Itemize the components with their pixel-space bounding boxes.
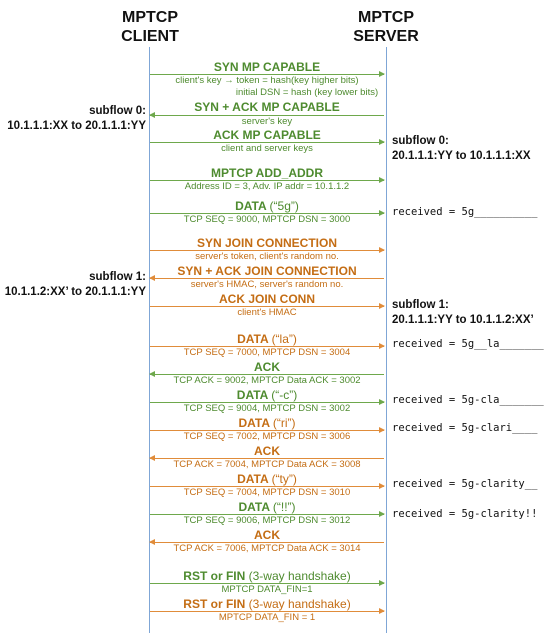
msg-synack-mp-capable-note: server's key (241, 116, 293, 127)
msg-synack-mp-capable-arrow (149, 112, 384, 118)
msg-data-la-note: TCP SEQ = 7000, MPTCP DSN = 3004 (183, 347, 351, 358)
msg-syn-mp-capable-arrow (150, 71, 385, 77)
msg-data-la-title: DATA (“la”) (150, 332, 384, 346)
server-lifeline (386, 47, 387, 633)
msg-rst-fin-2-note: MPTCP DATA_FIN = 1 (218, 612, 316, 623)
msg-syn-mp-capable-title: SYN MP CAPABLE (213, 60, 321, 74)
msg-data-5g-title: DATA (“5g”) (150, 199, 384, 213)
msg-rst-fin-1-title: RST or FIN (3-way handshake) (150, 569, 384, 583)
client-subflow1-addr: 10.1.1.2:XX’ to 20.1.1.1:YY (4, 286, 146, 298)
msg-ack-1-arrow (149, 371, 384, 377)
msg-data-ty-title: DATA (“ty”) (150, 472, 384, 486)
msg-data-bang-title-text: DATA (238, 500, 270, 514)
msg-ack-mp-capable-arrow (150, 139, 385, 145)
msg-add-addr-arrow (150, 177, 385, 183)
msg-add-addr-title: MPTCP ADD_ADDR (210, 166, 323, 180)
msg-ack-join-arrow (150, 303, 385, 309)
server-subflow0-label: subflow 0: 20.1.1.1:YY to 10.1.1.1:XX (392, 134, 531, 164)
msg-data-bang-note: TCP SEQ = 9006, MPTCP DSN = 3012 (183, 515, 351, 526)
msg-data-c-title-text: DATA (236, 388, 268, 402)
msg-rst-fin-2-title-text: RST or FIN (183, 597, 246, 611)
msg-ack-3-title: ACK (254, 528, 280, 542)
msg-data-c-payload: (“-c”) (271, 388, 298, 402)
msg-ack-2-note: TCP ACK = 7004, MPTCP Data ACK = 3008 (173, 459, 361, 470)
received-state-1: received = 5g__________ (392, 206, 538, 218)
msg-data-ri-title-text: DATA (238, 416, 270, 430)
server-header-line2: SERVER (353, 28, 419, 45)
msg-rst-fin-2-payload: (3-way handshake) (248, 597, 351, 611)
msg-data-c-arrow (150, 399, 385, 405)
msg-data-ri-title: DATA (“ri”) (150, 416, 384, 430)
msg-data-5g-payload: (“5g”) (269, 199, 299, 213)
msg-data-ty-payload: (“ty”) (271, 472, 297, 486)
server-subflow1-addr: 20.1.1.1:YY to 10.1.1.2:XX’ (392, 314, 534, 326)
msg-rst-fin-2-arrow (150, 608, 385, 614)
received-state-4: received = 5g-clari____ (392, 422, 538, 434)
msg-data-bang-title: DATA (“!!”) (150, 500, 384, 514)
msg-data-5g-title-text: DATA (235, 199, 267, 213)
msg-add-addr-note: Address ID = 3, Adv. IP addr = 10.1.1.2 (184, 181, 350, 192)
msg-ack-mp-capable-note: client and server keys (221, 143, 313, 154)
server-subflow0-addr: 20.1.1.1:YY to 10.1.1.1:XX (392, 150, 531, 162)
msg-data-c-note: TCP SEQ = 9004, MPTCP DSN = 3002 (183, 403, 351, 414)
msg-data-ri-arrow (150, 427, 385, 433)
msg-rst-fin-1-payload: (3-way handshake) (248, 569, 351, 583)
msg-syn-mp-capable-note2: initial DSN = hash (key lower bits) (235, 87, 379, 98)
msg-data-bang-arrow (150, 511, 385, 517)
received-state-3: received = 5g-cla_______ (392, 394, 544, 406)
client-lifeline (149, 47, 150, 633)
client-subflow0-label: subflow 0: 10.1.1.1:XX to 20.1.1.1:YY (7, 104, 146, 134)
msg-ack-2-title: ACK (254, 444, 280, 458)
msg-synack-join-arrow (149, 275, 384, 281)
msg-data-bang-payload: (“!!”) (272, 500, 296, 514)
msg-rst-fin-1-arrow (150, 580, 385, 586)
msg-data-ty-title-text: DATA (237, 472, 269, 486)
msg-synack-mp-capable-title: SYN + ACK MP CAPABLE (194, 100, 340, 114)
received-state-6: received = 5g-clarity!! (392, 508, 538, 520)
msg-data-la-payload: (“la”) (271, 332, 297, 346)
msg-syn-join-note: server's token, client's random no. (195, 251, 339, 262)
client-header-line2: CLIENT (121, 28, 179, 45)
client-header-line1: MPTCP (122, 9, 178, 26)
msg-ack-join-note: client's HMAC (237, 307, 297, 318)
msg-rst-fin-1-note: MPTCP DATA_FIN=1 (221, 584, 313, 595)
msg-ack-1-note: TCP ACK = 9002, MPTCP Data ACK = 3002 (173, 375, 361, 386)
msg-synack-join-note: server's HMAC, server's random no. (190, 279, 344, 290)
msg-rst-fin-2-title: RST or FIN (3-way handshake) (150, 597, 384, 611)
received-state-2: received = 5g__la_______ (392, 338, 544, 350)
server-header: MPTCP SERVER (346, 8, 426, 46)
msg-data-ri-note: TCP SEQ = 7002, MPTCP DSN = 3006 (183, 431, 351, 442)
client-subflow1-label: subflow 1: 10.1.1.2:XX’ to 20.1.1.1:YY (5, 270, 146, 300)
server-subflow0-name: subflow 0: (392, 135, 449, 147)
client-subflow0-addr: 10.1.1.1:XX to 20.1.1.1:YY (7, 120, 146, 132)
msg-ack-join-title: ACK JOIN CONN (218, 292, 315, 306)
msg-data-la-arrow (150, 343, 385, 349)
msg-ack-mp-capable-title: ACK MP CAPABLE (213, 128, 321, 142)
msg-data-c-title: DATA (“-c”) (150, 388, 384, 402)
msg-data-la-title-text: DATA (237, 332, 269, 346)
msg-data-ty-arrow (150, 483, 385, 489)
msg-data-5g-arrow (150, 210, 385, 216)
client-subflow1-name: subflow 1: (89, 271, 146, 283)
msg-data-ty-note: TCP SEQ = 7004, MPTCP DSN = 3010 (183, 487, 351, 498)
msg-ack-3-note: TCP ACK = 7006, MPTCP Data ACK = 3014 (173, 543, 361, 554)
client-subflow0-name: subflow 0: (89, 105, 146, 117)
msg-syn-mp-capable-note1: client's key → token = hash(key higher b… (175, 75, 359, 86)
msg-ack-3-arrow (149, 539, 384, 545)
msg-synack-join-title: SYN + ACK JOIN CONNECTION (177, 264, 357, 278)
msg-syn-join-title: SYN JOIN CONNECTION (196, 236, 337, 250)
msg-ack-1-title: ACK (254, 360, 280, 374)
client-header: MPTCP CLIENT (110, 8, 190, 46)
msg-ack-2-arrow (149, 455, 384, 461)
msg-rst-fin-1-title-text: RST or FIN (183, 569, 246, 583)
msg-syn-join-arrow (150, 247, 385, 253)
received-state-5: received = 5g-clarity__ (392, 478, 538, 490)
server-subflow1-label: subflow 1: 20.1.1.1:YY to 10.1.1.2:XX’ (392, 298, 534, 328)
server-subflow1-name: subflow 1: (392, 299, 449, 311)
server-header-line1: MPTCP (358, 9, 414, 26)
msg-data-ri-payload: (“ri”) (272, 416, 296, 430)
msg-data-5g-note: TCP SEQ = 9000, MPTCP DSN = 3000 (183, 214, 351, 225)
